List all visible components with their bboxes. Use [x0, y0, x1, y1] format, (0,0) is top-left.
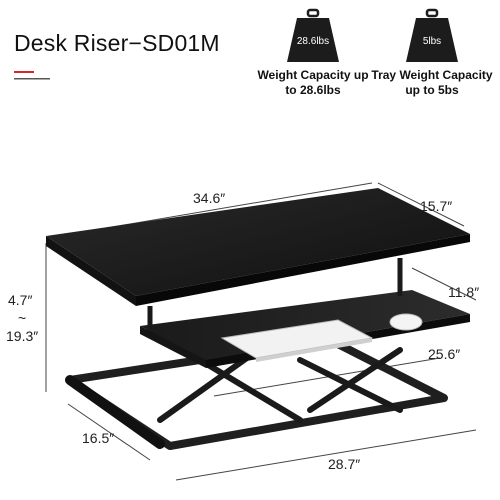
tray-caption-line1: Tray Weight Capacity — [371, 68, 493, 82]
mouse — [389, 313, 423, 331]
desktop-surface — [46, 188, 470, 306]
dimension-height-max: 19.3″ — [6, 328, 39, 344]
tray-weight-icon: 5lbs — [406, 8, 458, 62]
dimension-tray-depth: 11.8″ — [448, 284, 480, 300]
weight-icon: 28.6lbs — [287, 8, 339, 62]
product-title: Desk Riser−SD01M — [14, 30, 220, 56]
keyboard — [220, 319, 374, 362]
top-supports — [147, 258, 403, 328]
dimension-tray-width: 25.6″ — [428, 346, 461, 362]
weight-caption-line2: to 28.6lbs — [285, 83, 341, 97]
weight-badge-text: 28.6lbs — [297, 36, 329, 47]
dimension-top-width: 34.6″ — [193, 190, 226, 206]
tray-capacity-block: 5lbs Tray Weight Capacity up to 5bs — [370, 8, 494, 98]
dimension-height-sep: ~ — [18, 310, 27, 326]
dimension-base-depth: 16.5″ — [82, 430, 115, 446]
dimension-top-depth: 15.7″ — [420, 198, 453, 214]
weight-capacity-block: 28.6lbs Weight Capacity up to 28.6lbs — [254, 8, 372, 98]
weight-caption-line1: Weight Capacity up — [257, 68, 369, 82]
accent-lines-icon — [14, 71, 50, 80]
tray-badge-text: 5lbs — [423, 36, 441, 47]
dimension-height-min: 4.7″ — [8, 292, 33, 308]
dimension-base-width: 28.7″ — [328, 456, 361, 472]
tray-caption-line2: up to 5bs — [405, 83, 459, 97]
